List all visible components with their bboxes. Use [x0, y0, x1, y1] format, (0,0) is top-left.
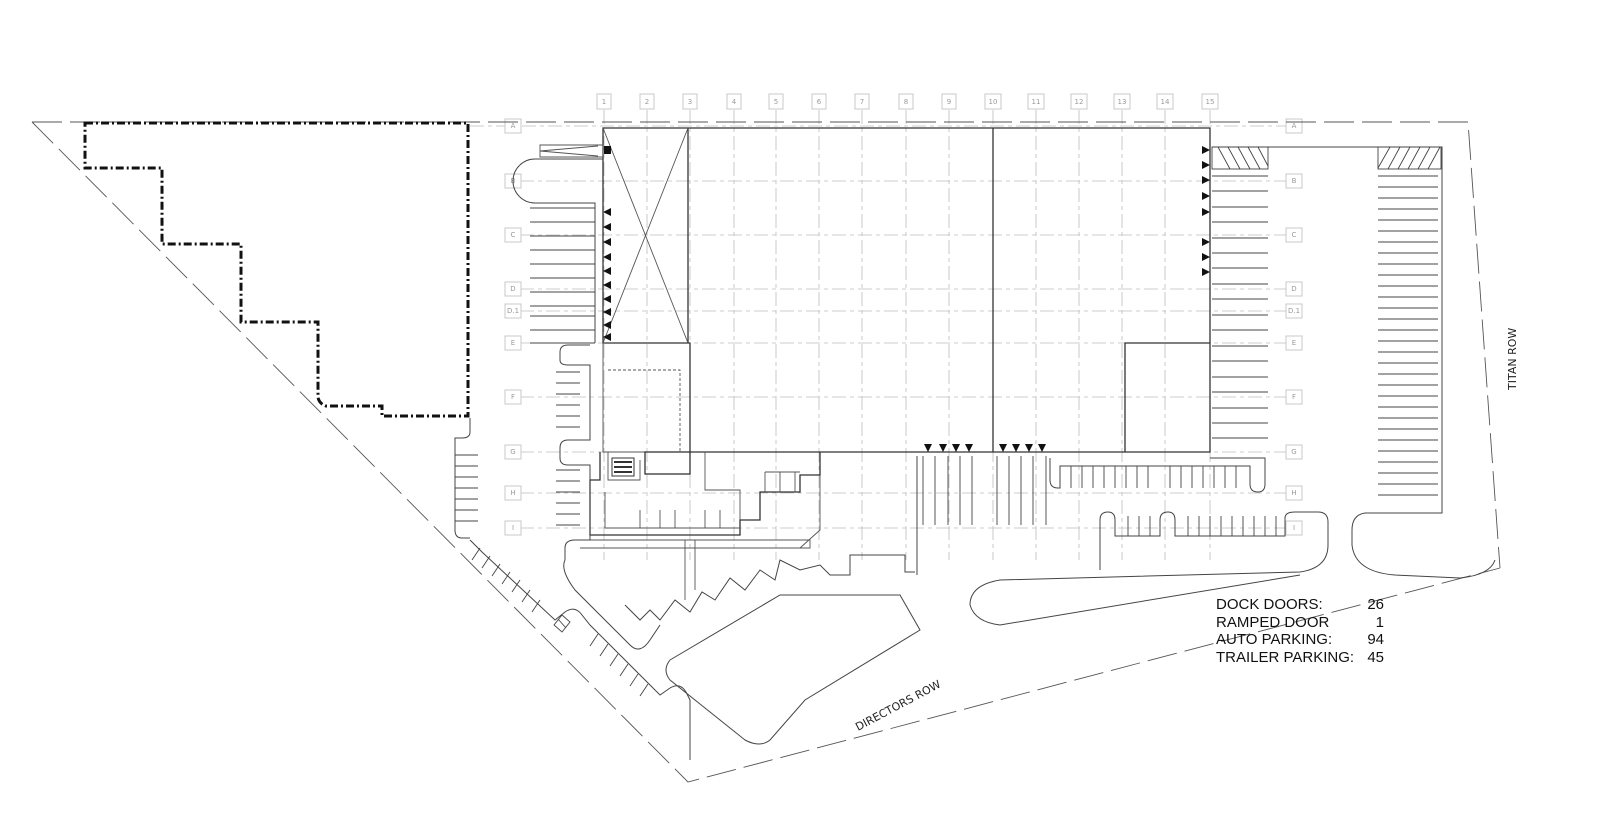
- summary-row-ramped-door: RAMPED DOOR 1: [1216, 614, 1384, 632]
- svg-text:6: 6: [817, 98, 822, 106]
- summary-value: 26: [1367, 596, 1384, 613]
- east-side-stalls: [1212, 175, 1268, 439]
- property-line: [31, 121, 1501, 783]
- summary-label: TRAILER PARKING:: [1216, 648, 1355, 666]
- svg-text:7: 7: [860, 98, 864, 106]
- svg-text:1: 1: [602, 98, 606, 106]
- dock-doors-east: [1202, 146, 1210, 276]
- summary-row-trailer-parking: TRAILER PARKING: 45: [1216, 649, 1384, 667]
- svg-text:2: 2: [645, 98, 649, 106]
- svg-text:14: 14: [1161, 98, 1170, 106]
- column-grid-bubbles: 1 2 3 4 5 6 7 8 9 10 11 12 13 14 15: [596, 93, 1219, 110]
- svg-text:E: E: [511, 339, 515, 347]
- svg-text:11: 11: [1032, 98, 1041, 106]
- svg-text:5: 5: [774, 98, 778, 106]
- svg-text:9: 9: [947, 98, 951, 106]
- east-edge-stalls: [1378, 175, 1438, 496]
- restroom-fixtures: [611, 457, 635, 477]
- summary-value: 1: [1375, 613, 1384, 631]
- southwest-diagonal-parking: [469, 539, 691, 760]
- svg-text:A: A: [511, 122, 516, 130]
- svg-text:3: 3: [688, 98, 692, 106]
- summary-row-dock-doors: DOCK DOORS: 26: [1216, 596, 1384, 614]
- west-auto-parking: [556, 344, 591, 560]
- svg-text:I: I: [512, 524, 514, 532]
- svg-text:F: F: [511, 393, 515, 401]
- svg-text:E: E: [1292, 339, 1296, 347]
- summary-label: AUTO PARKING:: [1216, 631, 1333, 648]
- row-grid-bubbles-left: A B C D D.1 E F G H I: [504, 118, 522, 536]
- svg-text:F: F: [1292, 393, 1296, 401]
- svg-text:13: 13: [1118, 98, 1127, 106]
- summary-row-auto-parking: AUTO PARKING: 94: [1216, 631, 1384, 649]
- svg-text:C: C: [511, 231, 516, 239]
- svg-text:I: I: [1293, 524, 1295, 532]
- svg-text:G: G: [510, 448, 515, 456]
- street-label-titan-row: TITAN ROW: [1506, 328, 1519, 391]
- far-west-auto-parking: [454, 418, 478, 539]
- dock-doors-west: [603, 208, 611, 341]
- building: [539, 127, 1211, 453]
- svg-text:G: G: [1291, 448, 1296, 456]
- south-auto-parking: [563, 540, 921, 745]
- west-trailer-parking: [512, 158, 603, 344]
- office-block: [580, 451, 821, 549]
- svg-text:D: D: [510, 285, 515, 293]
- summary-value: 45: [1367, 648, 1384, 666]
- southeast-auto-parking: [969, 457, 1329, 626]
- svg-text:10: 10: [989, 98, 998, 106]
- street-label-directors-row: DIRECTORS ROW: [853, 678, 943, 734]
- svg-text:8: 8: [904, 98, 908, 106]
- site-summary-table: DOCK DOORS: 26 RAMPED DOOR 1 AUTO PARKIN…: [1216, 596, 1384, 666]
- svg-text:D.1: D.1: [1288, 307, 1300, 315]
- svg-text:H: H: [510, 489, 515, 497]
- svg-text:H: H: [1291, 489, 1296, 497]
- svg-text:A: A: [1292, 122, 1297, 130]
- svg-text:15: 15: [1206, 98, 1215, 106]
- summary-label: RAMPED DOOR: [1216, 613, 1330, 631]
- east-parking-lot: [1211, 146, 1496, 579]
- dock-doors-south: [924, 444, 1046, 452]
- svg-text:C: C: [1292, 231, 1297, 239]
- row-gridlines: [470, 125, 1290, 529]
- svg-text:D.1: D.1: [507, 307, 519, 315]
- svg-text:B: B: [1292, 177, 1297, 185]
- row-grid-bubbles-right: A B C D D.1 E F G H I: [1285, 118, 1303, 536]
- column-gridlines: [603, 110, 1211, 560]
- svg-text:12: 12: [1075, 98, 1084, 106]
- south-trailer-parking: [916, 456, 1047, 575]
- svg-text:D: D: [1291, 285, 1296, 293]
- svg-text:4: 4: [732, 98, 737, 106]
- easement-boundary: [83, 121, 470, 418]
- summary-value: 94: [1367, 631, 1384, 648]
- summary-label: DOCK DOORS:: [1216, 596, 1323, 613]
